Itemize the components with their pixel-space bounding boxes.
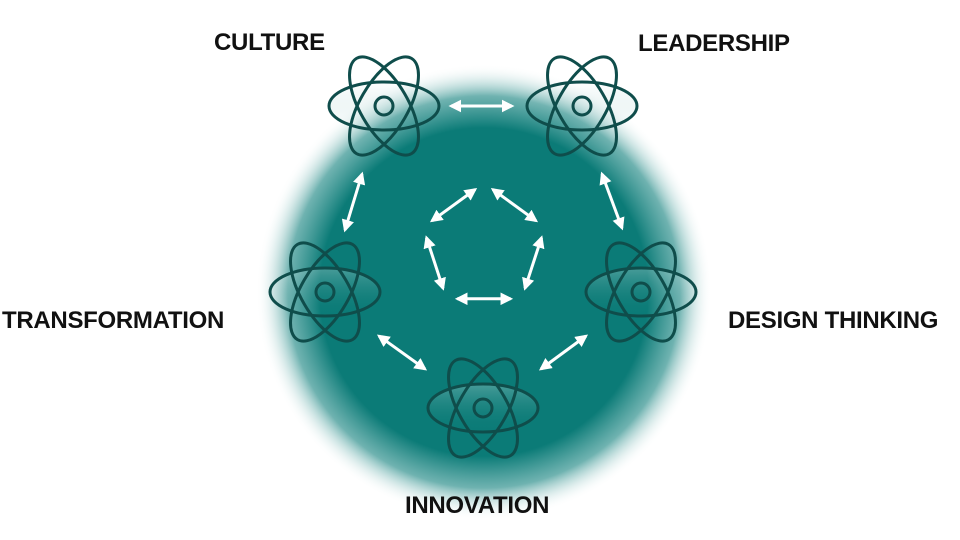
pentagon-edge-arrow bbox=[490, 188, 539, 223]
transformation-to-culture-arrow bbox=[341, 171, 366, 233]
pentagon-edge-arrow bbox=[429, 188, 478, 223]
teal-glow-circle bbox=[256, 64, 712, 520]
innovation-to-transformation-arrow bbox=[376, 334, 428, 371]
label-transformation: TRANSFORMATION bbox=[2, 307, 224, 334]
label-innovation: INNOVATION bbox=[405, 492, 550, 519]
leadership-to-design-thinking-arrow bbox=[599, 171, 625, 231]
pentagon-edge-arrow bbox=[522, 235, 545, 291]
pentagon-edge-arrow bbox=[423, 235, 446, 291]
design-thinking-to-innovation-arrow bbox=[538, 334, 589, 371]
inner-pentagon-arrows bbox=[423, 188, 545, 306]
label-leadership: LEADERSHIP bbox=[638, 30, 790, 57]
label-design-thinking: DESIGN THINKING bbox=[728, 307, 939, 334]
label-culture: CULTURE bbox=[214, 29, 325, 56]
outer-connection-arrows bbox=[341, 99, 625, 371]
